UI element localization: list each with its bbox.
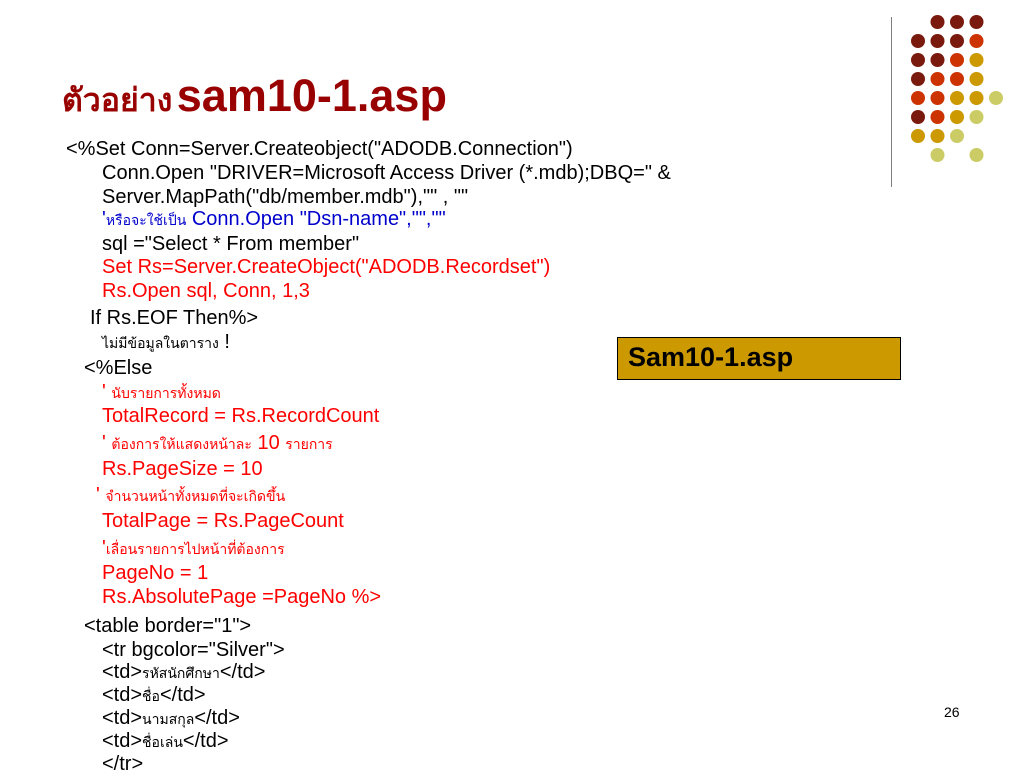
code-line: <td>นามสกุล</td> (102, 707, 240, 729)
decorative-dot (969, 91, 984, 105)
decorative-dot (930, 34, 945, 48)
code-line: If Rs.EOF Then%> (90, 307, 259, 329)
code-line: PageNo = 1 (102, 562, 209, 584)
decorative-dot (969, 72, 984, 86)
code-comment-line: ' นับรายการทั้งหมด (102, 381, 221, 403)
code-line: Rs.AbsolutePage =PageNo %> (102, 586, 382, 608)
decorative-dot (950, 15, 964, 29)
decorative-dot (911, 110, 925, 124)
code-line: Server.MapPath("db/member.mdb"),"" , "" (102, 186, 469, 208)
decorative-dot (950, 34, 964, 48)
decorative-dot (930, 15, 945, 29)
decorative-dot (930, 72, 945, 86)
decorative-dot (911, 72, 925, 86)
decorative-dot (969, 110, 984, 124)
page-number: 26 (944, 704, 960, 720)
code-line: TotalPage = Rs.PageCount (102, 510, 344, 532)
decorative-dot (930, 91, 945, 105)
decorative-dot (911, 129, 925, 143)
decorative-dot (989, 91, 1003, 105)
filename-callout: Sam10-1.asp (617, 337, 901, 380)
title-filename: sam10-1.asp (176, 70, 447, 121)
code-line: sql ="Select * From member" (102, 233, 360, 255)
code-line: ไม่มีข้อมูลในตาราง ! (102, 331, 230, 353)
decorative-dot (930, 110, 945, 124)
decorative-dot (911, 34, 925, 48)
title-thai: ตัวอย่าง (62, 81, 173, 119)
decorative-dot (969, 53, 984, 67)
decorative-dot (950, 110, 964, 124)
decorative-dot-grid (911, 15, 1003, 162)
decorative-dot (950, 72, 964, 86)
decorative-dot (969, 148, 984, 162)
slide-title: ตัวอย่าง sam10-1.asp (62, 70, 447, 126)
decorative-dot (911, 53, 925, 67)
code-line: <table border="1"> (84, 615, 252, 637)
code-line: <%Else (84, 357, 153, 379)
code-line: Set Rs=Server.CreateObject("ADODB.Record… (102, 256, 551, 278)
code-comment-line: 'หรือจะใช้เป็น Conn.Open "Dsn-name","","… (102, 208, 446, 230)
code-line: <%Set Conn=Server.Createobject("ADODB.Co… (66, 138, 573, 160)
code-line: Rs.PageSize = 10 (102, 458, 263, 480)
code-line: Conn.Open "DRIVER=Microsoft Access Drive… (102, 162, 671, 184)
decorative-dot (969, 34, 984, 48)
code-comment-line: ' ต้องการให้แสดงหน้าละ 10 รายการ (102, 432, 333, 454)
code-line: Rs.Open sql, Conn, 1,3 (102, 280, 310, 302)
code-line: TotalRecord = Rs.RecordCount (102, 405, 380, 427)
decorative-dot (969, 15, 984, 29)
decorative-dot (930, 148, 945, 162)
code-line: </tr> (102, 753, 144, 775)
decorative-dot (911, 91, 925, 105)
code-line: <td>รหัสนักศึกษา</td> (102, 661, 266, 683)
code-line: <td>ชื่อ</td> (102, 684, 206, 706)
decorative-dot (950, 53, 964, 67)
divider-line (891, 17, 892, 187)
decorative-dot (950, 91, 964, 105)
code-line: <td>ชื่อเล่น</td> (102, 730, 229, 752)
code-line: <tr bgcolor="Silver"> (102, 639, 285, 661)
code-comment-line: ' จำนวนหน้าทั้งหมดที่จะเกิดขึ้น (96, 484, 286, 506)
decorative-dot (930, 129, 945, 143)
code-comment-line: 'เลื่อนรายการไปหน้าที่ต้องการ (102, 537, 285, 559)
decorative-dot (950, 129, 964, 143)
decorative-dot (930, 53, 945, 67)
